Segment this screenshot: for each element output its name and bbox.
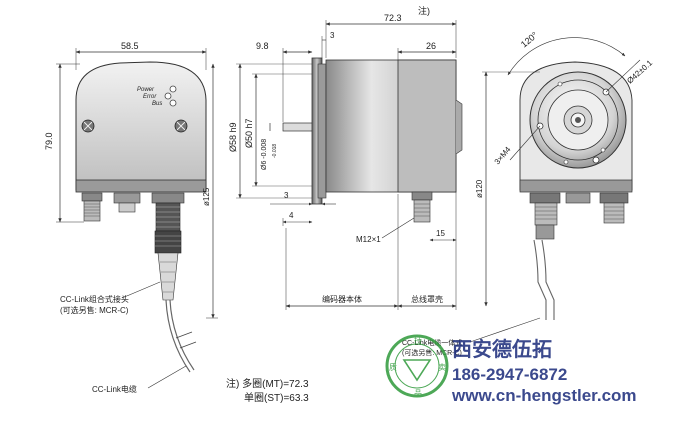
note-line-1: 注) 多圈(MT)=72.3	[226, 377, 309, 390]
dim-offset-3-top: 3	[330, 31, 335, 40]
connector-left	[81, 192, 103, 222]
watermark: 持 卖 品 质 西安德伍拓 186-2947-6872 www.cn-hengs…	[385, 334, 637, 405]
note-block: 注) 多圈(MT)=72.3 单圈(ST)=63.3	[226, 377, 309, 404]
note-line-2: 单圈(ST)=63.3	[244, 392, 309, 404]
dim-dia-58: Ø58 h9	[228, 122, 238, 152]
cable-line-2	[169, 299, 195, 371]
dim-height-125: ø125	[202, 187, 211, 206]
dim-width-585: 58.5	[121, 41, 139, 51]
dim-15: 15	[436, 229, 445, 238]
dim-offset-4: 4	[289, 211, 294, 220]
connector-label: CC-Link组合式接头	[60, 294, 129, 304]
led-error-label: Error	[143, 94, 157, 100]
cable-integrated-option: (可选另售: MCR-C)	[402, 348, 462, 357]
connector-option-label: (可选另售: MCR-C)	[60, 305, 129, 315]
dim-dia-6: Ø6 -0.008	[261, 139, 268, 170]
cable-label: CC-Link电缆	[92, 384, 137, 394]
housing-body	[75, 61, 207, 191]
face-connector-left	[529, 192, 561, 226]
led-bus-indicator	[169, 99, 177, 107]
bus-housing-label: 总线罩壳	[411, 294, 443, 304]
dim-dia-120: ø120	[475, 179, 484, 198]
seal-char-1: 持	[414, 335, 422, 345]
bus-housing	[397, 59, 457, 193]
dim-holes: 3×M4	[493, 145, 513, 167]
connector-right-plug	[151, 192, 185, 301]
housing-base	[75, 179, 207, 193]
seal-char-4: 质	[389, 362, 397, 372]
face-connector-middle	[565, 192, 591, 204]
dim-bolt-circle: Ø42±0.1	[625, 58, 654, 86]
left-view: Power Error Bus 58.5	[44, 41, 218, 394]
dim-dia-50: Ø50 h7	[244, 118, 254, 148]
dim-thread: M12×1	[356, 235, 381, 244]
led-power-indicator	[169, 85, 177, 93]
seal-char-3: 品	[414, 389, 422, 398]
face-connector-right	[599, 192, 629, 224]
led-power-label: Power	[137, 87, 155, 93]
angle-arc	[507, 37, 626, 76]
cable-integrated-label: CC-Link电缆一体式	[402, 338, 462, 347]
side-view: 72.3 注) 3 9.8 26 Ø58 h9 Ø50 h7 Ø6 -0.008…	[228, 5, 463, 310]
dim-shaft-98: 9.8	[256, 41, 269, 51]
dim-height-790: 79.0	[44, 132, 54, 150]
watermark-seal: 持 卖 品 质	[385, 334, 449, 398]
connector-middle	[113, 192, 141, 213]
dim-angle-120: 120°	[519, 30, 540, 50]
led-error-indicator	[164, 92, 172, 100]
screw-right	[174, 119, 188, 133]
dim-offset-3-mid: 3	[284, 191, 289, 200]
watermark-url: www.cn-hengstler.com	[451, 386, 637, 405]
led-bus-label: Bus	[152, 101, 162, 107]
cable-line-1	[165, 299, 191, 373]
watermark-phone: 186-2947-6872	[452, 365, 567, 384]
note-mark: 注)	[418, 5, 430, 16]
dim-length-723: 72.3	[384, 13, 402, 23]
dim-body-26: 26	[426, 41, 436, 51]
watermark-company: 西安德伍拓	[452, 337, 552, 361]
cable-break-marks	[175, 331, 197, 349]
seal-char-2: 卖	[438, 363, 446, 372]
m4-hole-3	[592, 156, 600, 164]
encoder-body-label: 编码器本体	[322, 294, 362, 304]
screw-left	[81, 119, 95, 133]
dim-dia-6-tol: -0.018	[272, 144, 278, 158]
